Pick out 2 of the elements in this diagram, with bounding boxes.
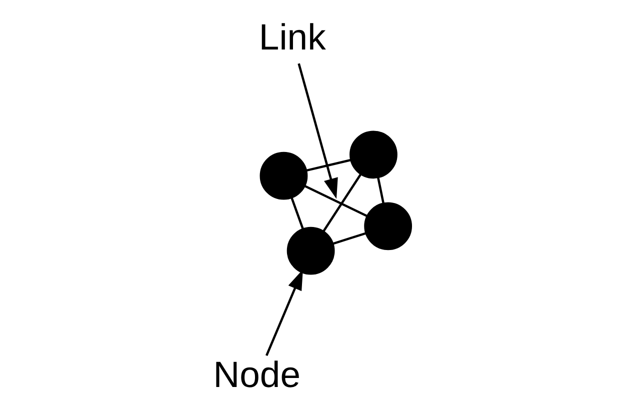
node-text: Link	[258, 16, 326, 58]
node-text: Node	[213, 354, 300, 396]
